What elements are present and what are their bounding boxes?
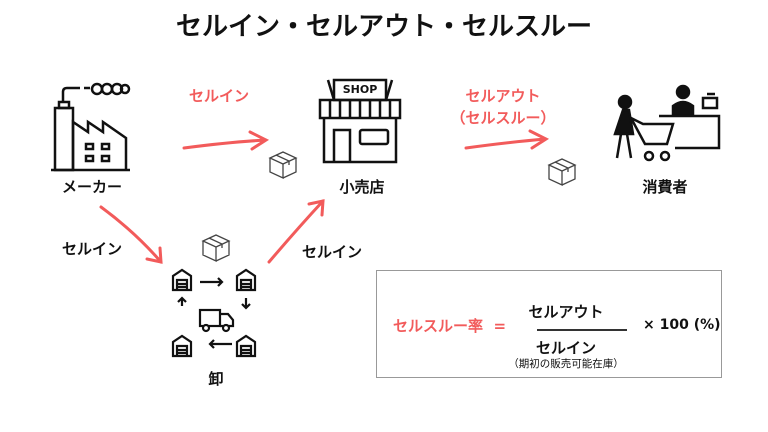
wholesaler-warehouse-icon [171,268,257,358]
wholesaler-label: 卸 [208,370,224,388]
retailer-label: 小売店 [339,178,385,196]
arrow-maker-to-wholesaler [99,205,163,264]
formula-denominator-note: （期初の販売可能在庫） [508,358,624,370]
formula-numerator: セルアウト [528,303,604,321]
sell-through-formula-box: セルスルー率 = セルアウト セルイン （期初の販売可能在庫） × 100 (%… [376,270,722,378]
sell-in-label-right: セルイン [301,243,363,261]
arrow-wholesaler-to-retailer [267,199,325,264]
sell-in-label-top: セルイン [188,87,250,105]
arrow-retailer-to-consumer [464,129,550,150]
factory-icon [51,82,131,172]
formula-multiplier: × 100 (%) [643,317,721,333]
arrow-maker-to-retailer [182,130,270,151]
shop-icon [318,78,402,164]
sell-through-label: （セルスルー） [450,109,556,127]
package-box-icon [201,234,231,263]
maker-label: メーカー [61,178,123,196]
fraction-line [537,329,627,331]
shop-sign-text: SHOP [342,83,378,96]
formula-denominator: セルイン [535,339,596,357]
sell-in-label-left: セルイン [61,240,123,258]
package-box-icon [268,151,298,180]
consumer-label: 消費者 [642,178,688,196]
consumer-checkout-icon [613,84,721,162]
page-title: セルイン・セルアウト・セルスルー [175,12,592,42]
package-box-icon [547,158,577,187]
sell-out-label: セルアウト [465,87,541,105]
formula-lhs: セルスルー率 = [393,317,507,335]
